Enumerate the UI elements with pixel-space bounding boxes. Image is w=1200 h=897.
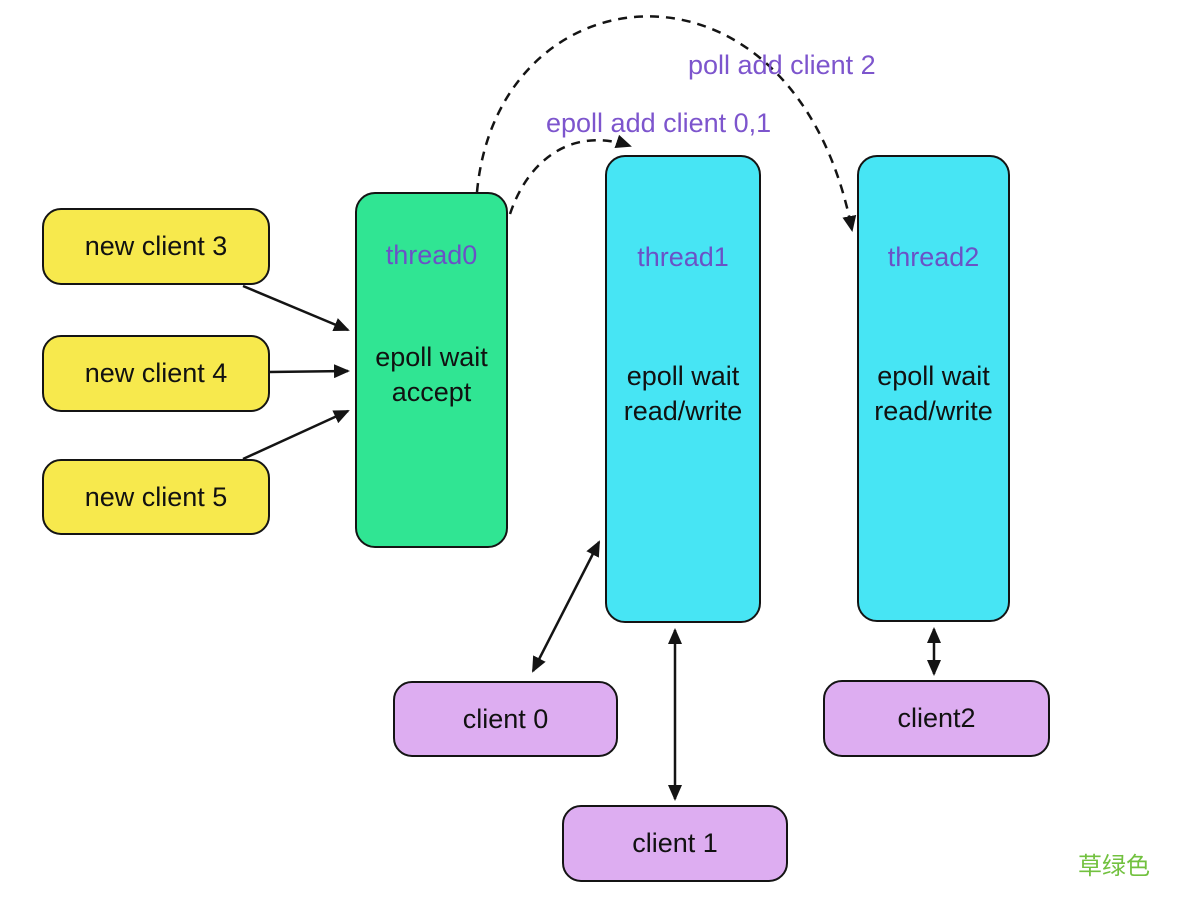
edge-label-epoll-add-client-01: epoll add client 0,1: [546, 108, 772, 138]
node-thread0[interactable]: thread0 epoll wait accept: [355, 192, 508, 548]
arrow-thread1-client0: [531, 540, 601, 673]
node-thread0-body: epoll wait accept: [357, 340, 506, 410]
node-client-0[interactable]: client 0: [393, 681, 618, 757]
node-thread0-body-line1: epoll wait: [375, 342, 488, 372]
node-new-client-4[interactable]: new client 4: [42, 335, 270, 412]
node-new-client-4-label: new client 4: [84, 358, 228, 388]
node-client-2-label: client2: [897, 703, 976, 733]
node-new-client-3[interactable]: new client 3: [42, 208, 270, 285]
node-thread2[interactable]: thread2 epoll wait read/write: [857, 155, 1010, 622]
arrow-new-client-3-to-thread0: [242, 284, 350, 332]
arrow-new-client-5-to-thread0: [242, 409, 350, 461]
node-client-1[interactable]: client 1: [562, 805, 788, 882]
node-new-client-5[interactable]: new client 5: [42, 459, 270, 535]
arrow-new-client-4-to-thread0: [268, 364, 350, 379]
node-thread1[interactable]: thread1 epoll wait read/write: [605, 155, 761, 623]
node-thread1-body: epoll wait read/write: [607, 359, 759, 429]
node-thread0-body-line2: accept: [391, 377, 472, 407]
node-thread2-body-line1: epoll wait: [877, 361, 990, 391]
node-new-client-5-label: new client 5: [84, 481, 228, 512]
node-thread1-body-line1: epoll wait: [626, 361, 740, 391]
node-thread2-body-line2: read/write: [874, 396, 993, 426]
node-client-2[interactable]: client2: [823, 680, 1050, 757]
node-thread1-body-line2: read/write: [623, 396, 743, 426]
node-new-client-3-label: new client 3: [84, 231, 228, 261]
node-client-1-label: client 1: [632, 828, 718, 858]
node-thread2-body: epoll wait read/write: [859, 359, 1008, 429]
edge-label-poll-add-client-2: poll add client 2: [688, 50, 876, 80]
node-client-0-label: client 0: [462, 703, 549, 734]
node-thread2-title: thread2: [887, 242, 980, 272]
watermark-text: 草绿色: [1078, 853, 1150, 880]
node-thread0-title: thread0: [385, 240, 478, 270]
node-thread1-title: thread1: [637, 242, 729, 272]
